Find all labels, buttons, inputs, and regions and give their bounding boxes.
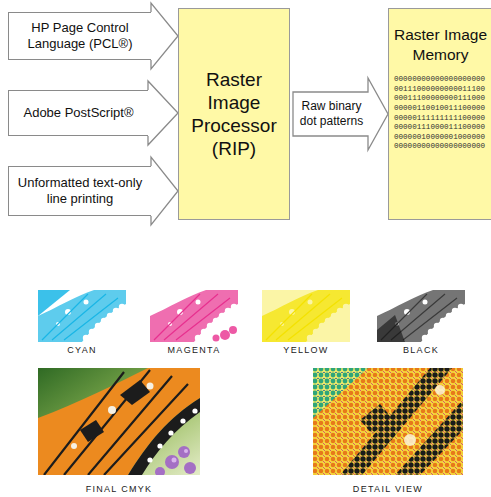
image-caption: CYAN xyxy=(67,345,97,355)
yellow-separation xyxy=(262,290,350,342)
node-text: Raster Image Processor (RIP) xyxy=(183,68,285,161)
node-text: Unformatted text-only line printing xyxy=(15,175,145,208)
black-separation xyxy=(377,290,465,342)
node-text: HP Page Control Language (PCL®) xyxy=(15,20,145,53)
node-text: Adobe PostScript® xyxy=(23,105,133,121)
processor-box: Raster Image Processor (RIP) xyxy=(178,8,290,220)
image-caption: FINAL CMYK xyxy=(86,484,153,494)
input-arrow: Unformatted text-only line printing xyxy=(8,166,151,216)
input-arrow: Adobe PostScript® xyxy=(8,90,148,136)
flow-arrow xyxy=(293,78,388,150)
cyan-separation xyxy=(38,290,126,342)
image-caption: MAGENTA xyxy=(168,345,221,355)
input-arrow: HP Page Control Language (PCL®) xyxy=(8,12,151,60)
arrow-head xyxy=(151,3,178,69)
image-caption: DETAIL VIEW xyxy=(353,484,423,494)
detail-view-image xyxy=(313,368,463,475)
magenta-separation xyxy=(150,290,238,342)
binary-pattern: 00000000000000000000 0011100000000001110… xyxy=(394,75,487,152)
arrow-head xyxy=(148,81,178,145)
image-caption: BLACK xyxy=(403,345,439,355)
image-caption: YELLOW xyxy=(283,345,328,355)
final-cmyk-image xyxy=(38,368,200,475)
node-text: Raster Image Memory xyxy=(393,25,488,65)
arrow-head xyxy=(151,157,178,225)
memory-box: Raster Image Memory 00000000000000000000 … xyxy=(388,8,491,220)
edge-label: Raw binary dot patterns xyxy=(295,99,368,129)
